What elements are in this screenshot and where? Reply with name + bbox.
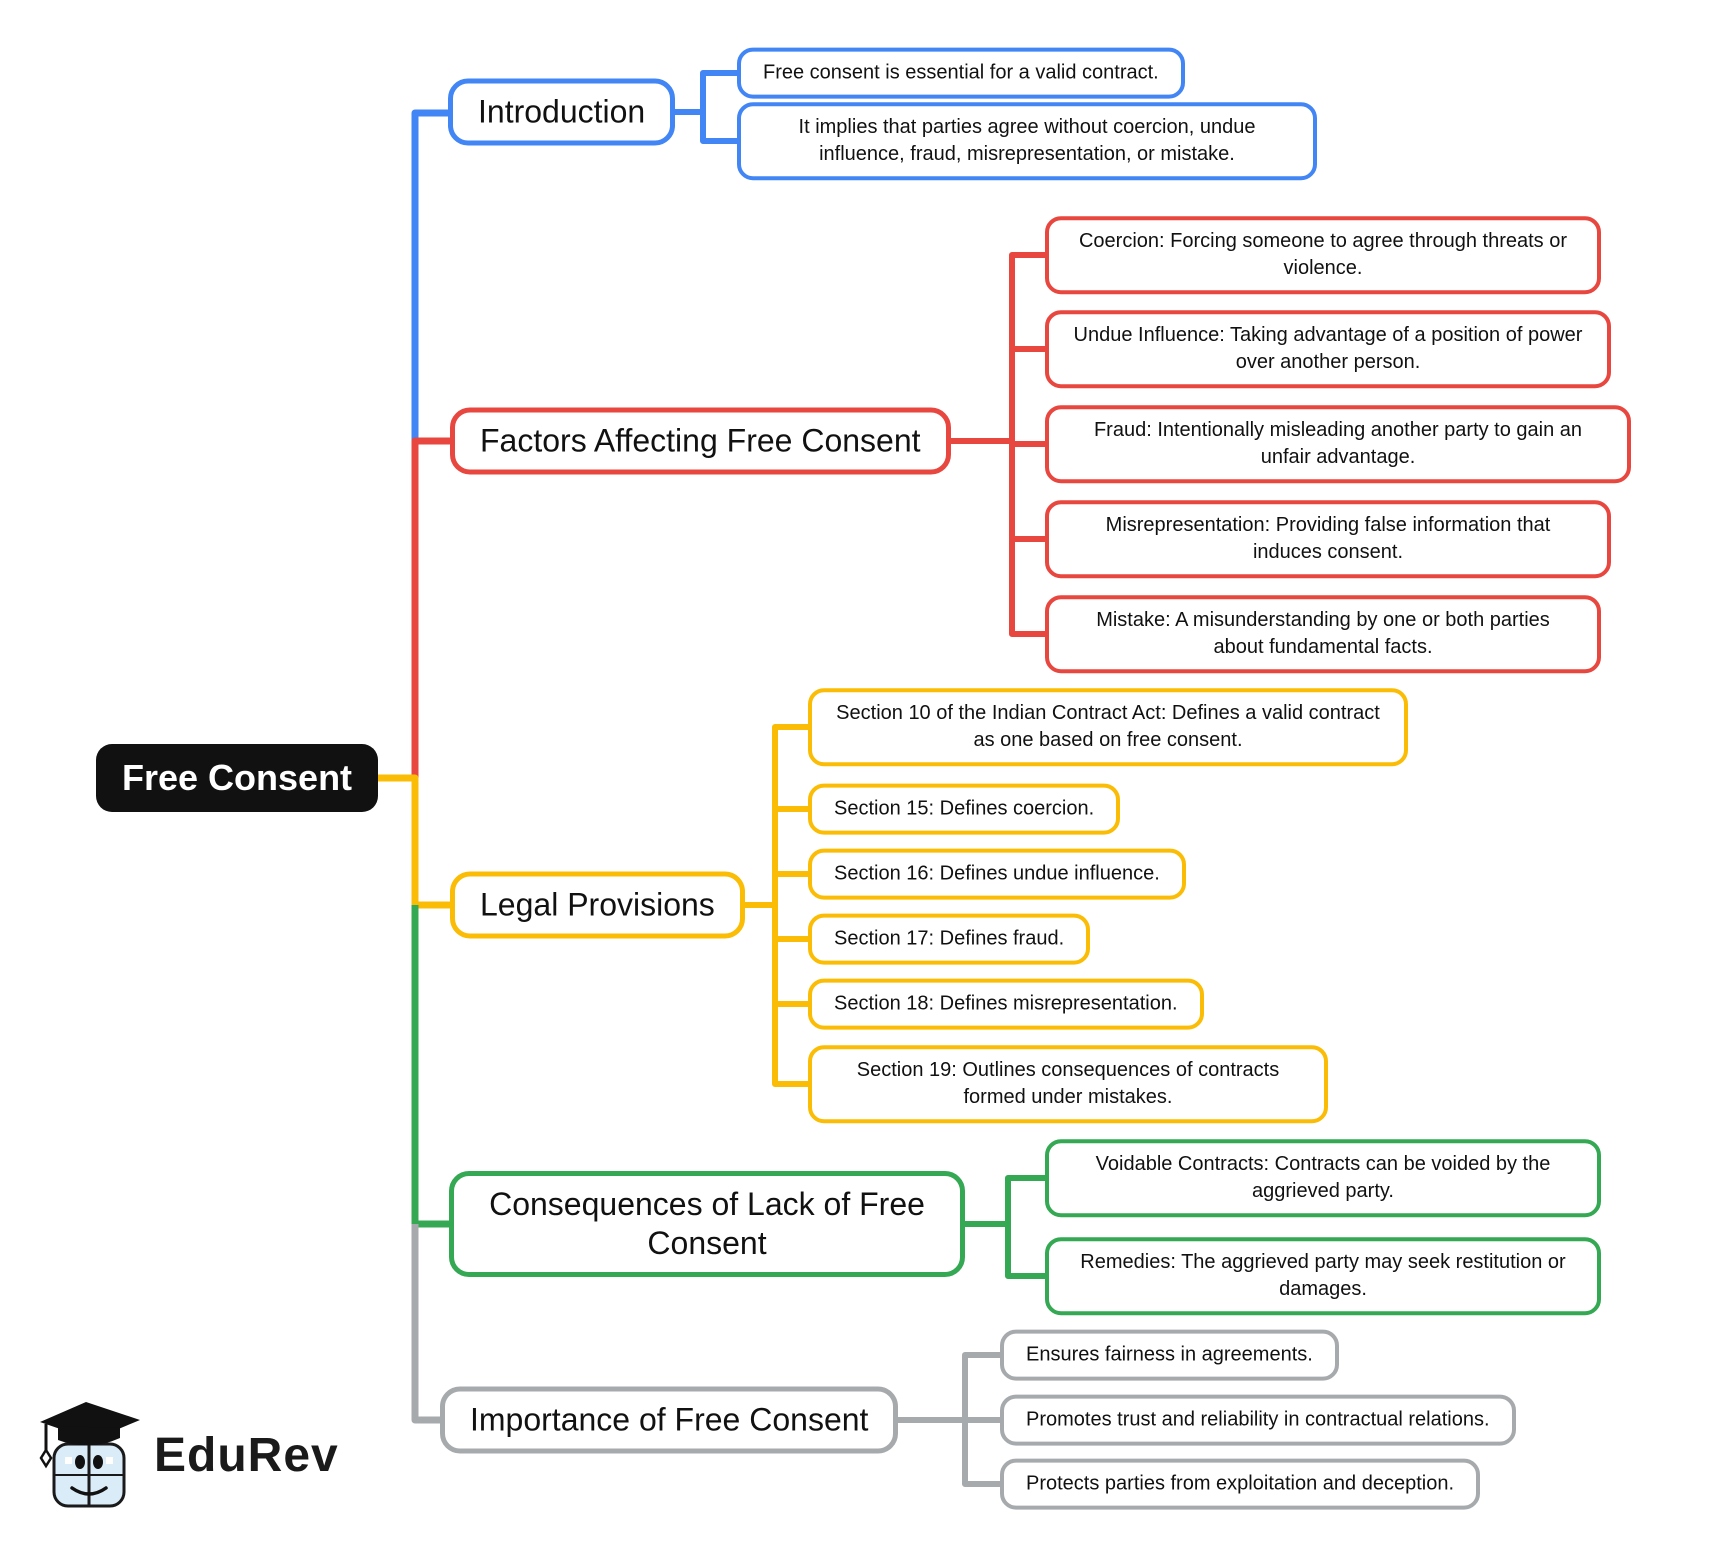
- topic-introduction[interactable]: Introduction: [448, 78, 676, 146]
- topic-importance[interactable]: Importance of Free Consent: [440, 1386, 899, 1454]
- leaf-intro-essential[interactable]: Free consent is essential for a valid co…: [737, 47, 1185, 99]
- leaf-legal-section16[interactable]: Section 16: Defines undue influence.: [808, 848, 1186, 900]
- leaf-legal-section19[interactable]: Section 19: Outlines consequences of con…: [808, 1045, 1328, 1123]
- leaf-legal-section15[interactable]: Section 15: Defines coercion.: [808, 783, 1121, 835]
- leaf-importance-fairness[interactable]: Ensures fairness in agreements.: [1000, 1329, 1339, 1381]
- trunk-red-connector: [411, 437, 470, 778]
- leaf-legal-section18[interactable]: Section 18: Defines misrepresentation.: [808, 978, 1204, 1030]
- leaf-intro-implies[interactable]: It implies that parties agree without co…: [737, 102, 1317, 180]
- leaf-factor-fraud[interactable]: Fraud: Intentionally misleading another …: [1045, 405, 1631, 483]
- leaf-consequence-remedies[interactable]: Remedies: The aggrieved party may seek r…: [1045, 1237, 1601, 1315]
- factors-children-connector: [950, 252, 1065, 637]
- trunk-blue-connector: [411, 109, 460, 441]
- edurev-logo: EduRev: [36, 1396, 339, 1514]
- leaf-legal-section10[interactable]: Section 10 of the Indian Contract Act: D…: [808, 688, 1408, 766]
- leaf-legal-section17[interactable]: Section 17: Defines fraud.: [808, 913, 1091, 965]
- leaf-factor-undue-influence[interactable]: Undue Influence: Taking advantage of a p…: [1045, 310, 1611, 388]
- topic-legal-provisions[interactable]: Legal Provisions: [450, 871, 745, 939]
- topic-consequences[interactable]: Consequences of Lack of Free Consent: [449, 1170, 965, 1278]
- edurev-brand-text: EduRev: [154, 1428, 339, 1482]
- leaf-importance-trust[interactable]: Promotes trust and reliability in contra…: [1000, 1394, 1516, 1446]
- leaf-factor-misrepresentation[interactable]: Misrepresentation: Providing false infor…: [1045, 500, 1611, 578]
- root-node[interactable]: Free Consent: [96, 744, 379, 812]
- legal-children-connector: [725, 724, 828, 1087]
- trunk-yellow-connector: [370, 774, 470, 909]
- leaf-importance-protection[interactable]: Protects parties from exploitation and d…: [1000, 1458, 1481, 1510]
- leaf-factor-mistake[interactable]: Mistake: A misunderstanding by one or bo…: [1045, 595, 1601, 673]
- leaf-consequence-voidable[interactable]: Voidable Contracts: Contracts can be voi…: [1045, 1139, 1601, 1217]
- leaf-factor-coercion[interactable]: Coercion: Forcing someone to agree throu…: [1045, 216, 1601, 294]
- topic-factors[interactable]: Factors Affecting Free Consent: [450, 407, 951, 475]
- edurev-logo-icon: [39, 1402, 140, 1508]
